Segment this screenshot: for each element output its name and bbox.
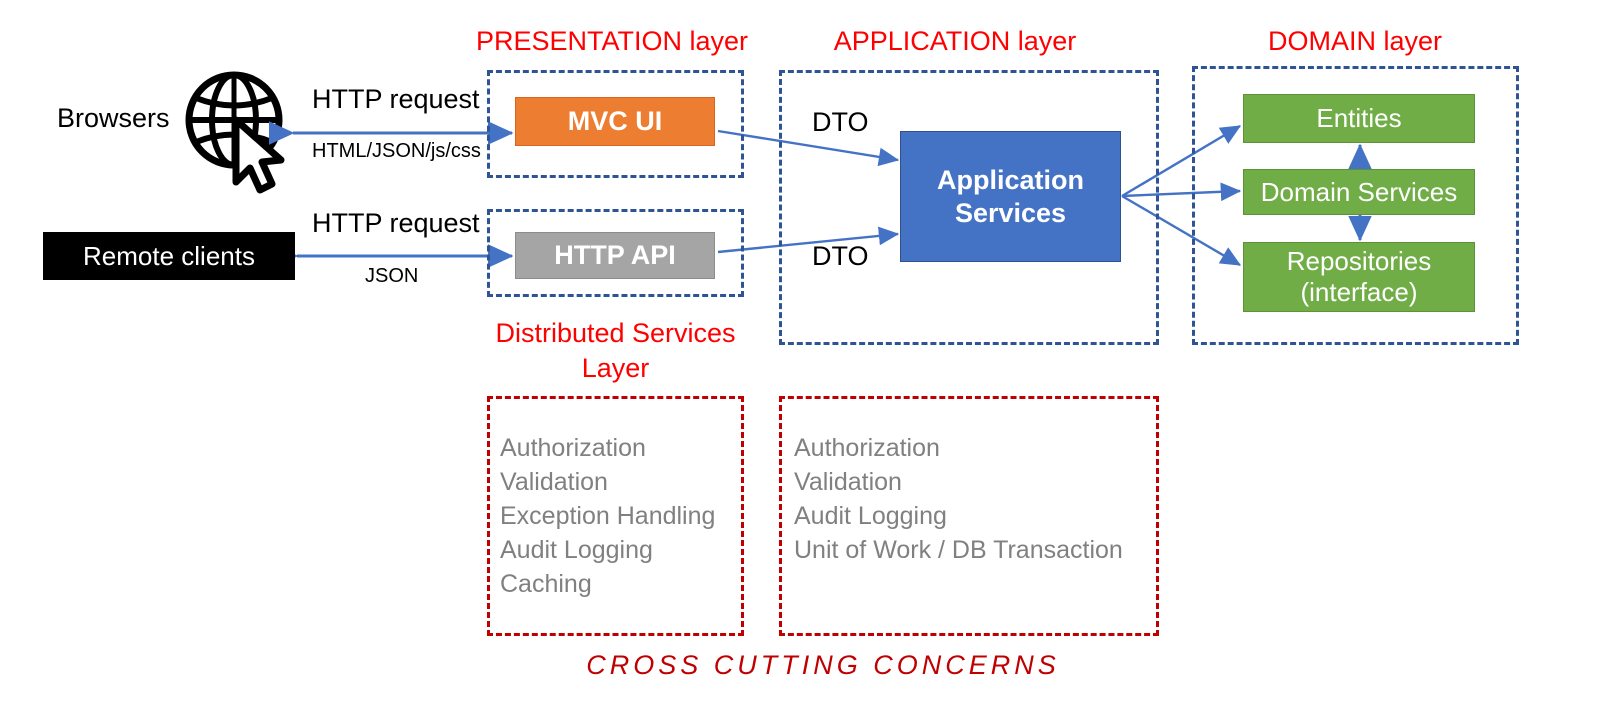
crosscutting-right-container xyxy=(779,396,1159,636)
distributed-services-layer-title: Distributed Services Layer xyxy=(487,316,744,386)
list-item: Authorization xyxy=(500,434,646,462)
browser-http-request-label: HTTP request xyxy=(312,84,480,114)
presentation-layer-title: PRESENTATION layer xyxy=(475,26,749,56)
dto-bottom-label: DTO xyxy=(812,241,869,271)
globe-cursor-icon xyxy=(185,71,285,194)
presentation-api-container xyxy=(487,209,744,297)
list-item: Exception Handling xyxy=(500,502,716,530)
remote-response-label: JSON xyxy=(365,265,419,287)
application-layer-title: APPLICATION layer xyxy=(833,26,1077,56)
application-services-line1: Application xyxy=(937,164,1084,195)
domain-layer-title: DOMAIN layer xyxy=(1267,26,1443,56)
domain-services-box[interactable]: Domain Services xyxy=(1243,169,1475,215)
crosscutting-left-container xyxy=(487,396,744,636)
crosscutting-footer: CROSS CUTTING CONCERNS xyxy=(586,650,1060,680)
application-services-box[interactable]: Application Services xyxy=(900,131,1121,262)
domain-layer-container xyxy=(1192,66,1519,345)
crosscutting-left-list: Authorization Validation Exception Handl… xyxy=(500,431,740,601)
list-item: Validation xyxy=(794,468,902,496)
remote-http-request-label: HTTP request xyxy=(312,208,480,238)
dto-top-label: DTO xyxy=(812,107,869,137)
repositories-box[interactable]: Repositories (interface) xyxy=(1243,242,1475,312)
repositories-line2: (interface) xyxy=(1300,277,1418,307)
http-api-box[interactable]: HTTP API xyxy=(515,232,715,279)
list-item: Caching xyxy=(500,570,592,598)
mvc-ui-box[interactable]: MVC UI xyxy=(515,97,715,146)
list-item: Authorization xyxy=(794,434,940,462)
crosscutting-right-list: Authorization Validation Audit Logging U… xyxy=(794,431,1154,567)
browsers-label: Browsers xyxy=(57,103,170,133)
browser-response-label: HTML/JSON/js/css xyxy=(312,140,481,162)
remote-clients-box[interactable]: Remote clients xyxy=(43,232,295,280)
application-layer-container xyxy=(779,70,1159,345)
distributed-title-line1: Distributed Services xyxy=(495,318,736,348)
list-item: Unit of Work / DB Transaction xyxy=(794,536,1123,564)
list-item: Audit Logging xyxy=(500,536,653,564)
list-item: Validation xyxy=(500,468,608,496)
entities-box[interactable]: Entities xyxy=(1243,94,1475,143)
distributed-title-line2: Layer xyxy=(581,353,650,383)
presentation-mvc-container xyxy=(487,70,744,178)
application-services-line2: Services xyxy=(954,197,1067,228)
list-item: Audit Logging xyxy=(794,502,947,530)
repositories-line1: Repositories xyxy=(1286,246,1432,276)
